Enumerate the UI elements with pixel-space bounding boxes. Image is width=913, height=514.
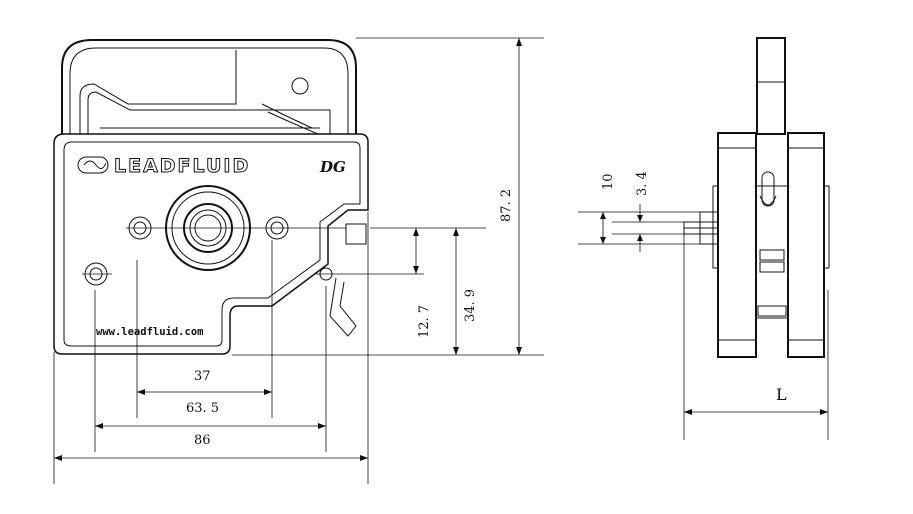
dimension-63-5: 63. 5 xyxy=(137,389,272,416)
clamp-lever xyxy=(61,39,357,135)
dimension-10: 10 xyxy=(600,173,616,244)
dimension-overall-width xyxy=(54,455,368,461)
brand-name: LEADFLUID xyxy=(114,155,250,177)
front-view: LEADFLUID DG www.leadfluid.com xyxy=(53,39,424,355)
website-label: www.leadfluid.com xyxy=(96,326,203,338)
svg-text:34. 9: 34. 9 xyxy=(463,289,478,322)
svg-text:63. 5: 63. 5 xyxy=(186,401,219,416)
pump-body xyxy=(53,133,369,355)
model-label: DG xyxy=(319,158,346,176)
side-view xyxy=(683,37,830,440)
front-view-dimensions: 37 63. 5 86 12. 7 xyxy=(53,37,544,484)
svg-text:10: 10 xyxy=(601,173,616,190)
dimension-12-7: 12. 7 xyxy=(413,228,432,338)
dimension-34-9: 34. 9 xyxy=(453,228,478,355)
dimension-3-4: 3. 4 xyxy=(635,171,650,252)
svg-text:3. 4: 3. 4 xyxy=(635,171,650,196)
dimension-86: 86 xyxy=(95,423,326,448)
brand-logo: LEADFLUID xyxy=(77,155,250,178)
svg-text:12. 7: 12. 7 xyxy=(417,305,432,338)
svg-text:L: L xyxy=(776,385,787,404)
dimension-87-2: 87. 2 xyxy=(499,38,522,355)
dimension-L: L xyxy=(684,385,828,415)
svg-text:87. 2: 87. 2 xyxy=(499,189,514,222)
dimension-37: 37 xyxy=(194,369,211,384)
side-view-dimensions: 10 3. 4 L xyxy=(578,171,828,415)
svg-text:86: 86 xyxy=(194,433,211,448)
lever-hole xyxy=(291,77,309,95)
svg-text:37: 37 xyxy=(194,369,211,384)
